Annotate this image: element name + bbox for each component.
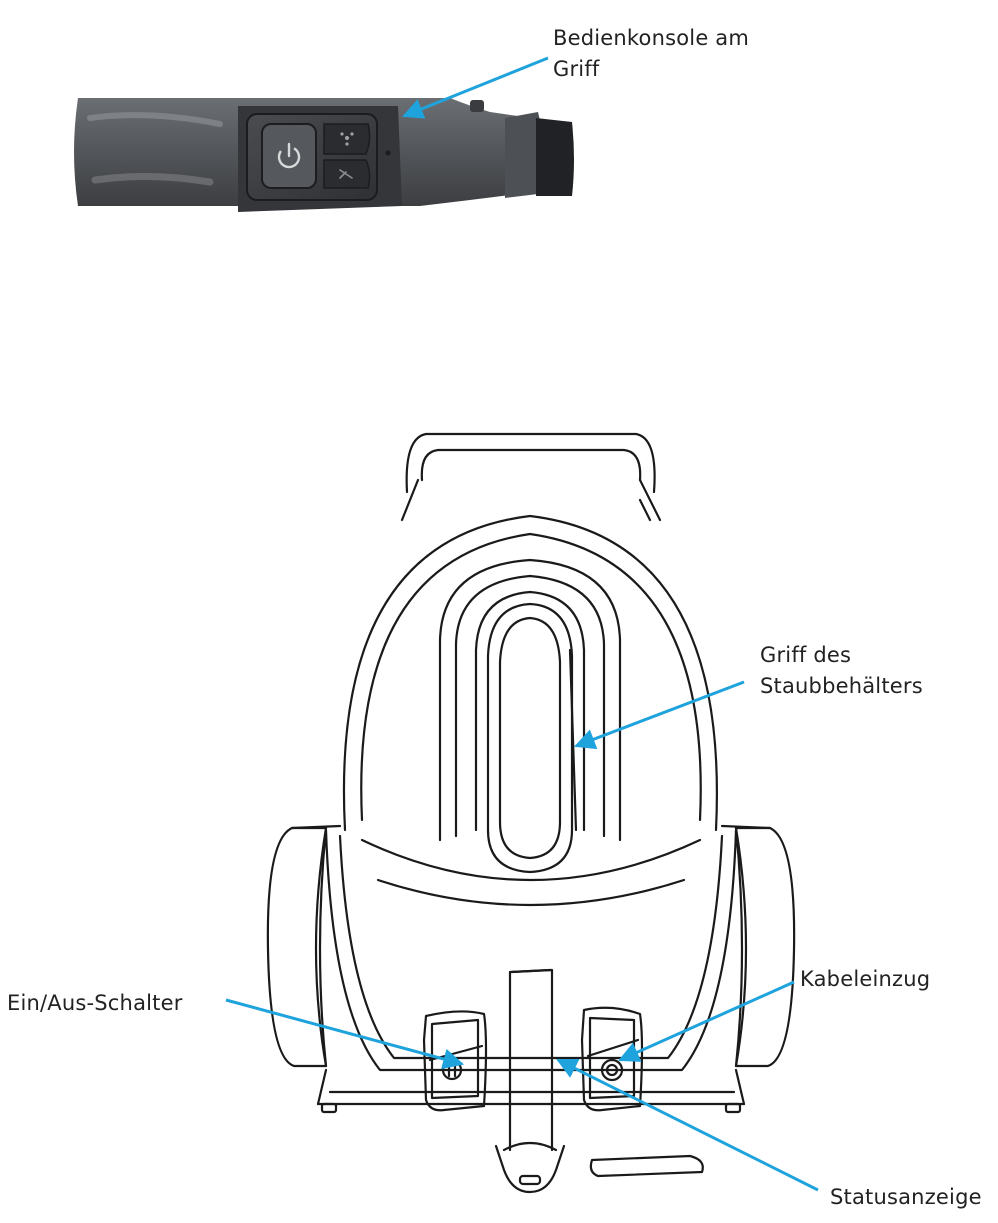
console-indicator	[385, 150, 391, 156]
power-icon	[277, 142, 301, 169]
callout-console-line1: Bedienkonsole am	[553, 26, 750, 50]
hose-inlet	[494, 1144, 566, 1194]
callout-console-line2: Griff	[553, 57, 600, 81]
callout-cable-line1: Kabeleinzug	[800, 967, 931, 991]
carry-handle	[405, 432, 656, 494]
leader-power	[225, 998, 465, 1070]
handle-collar	[505, 112, 543, 198]
handle-photo	[74, 98, 574, 212]
callout-dust-handle-line2: Staubbehälters	[760, 674, 923, 698]
wheel-right	[734, 826, 796, 1068]
handle-tube-end	[536, 118, 574, 196]
vacuum-body	[266, 432, 796, 1194]
leader-console	[402, 56, 549, 119]
callout-cable: Kabeleinzug	[800, 964, 930, 995]
cable-housing-right	[580, 1006, 644, 1112]
status-column	[508, 968, 554, 1152]
callout-dust-handle: Griff des Staubbehälters	[760, 640, 923, 702]
callout-console: Bedienkonsole am Griff	[553, 23, 749, 85]
cable-rewind-icon[interactable]	[600, 1058, 624, 1082]
dust-container-handle[interactable]	[486, 602, 574, 874]
callout-status: Statusanzeige	[830, 1182, 982, 1213]
body-arch-inner	[438, 558, 622, 842]
leader-dust-handle	[574, 680, 745, 750]
callout-power: Ein/Aus-Schalter	[7, 988, 183, 1019]
callout-dust-handle-line1: Griff des	[760, 643, 852, 667]
mode-icon	[339, 169, 353, 179]
leader-status	[556, 1058, 819, 1192]
switch-housing-left	[422, 1010, 488, 1112]
callout-status-line1: Statusanzeige	[830, 1185, 982, 1209]
body-lower	[324, 828, 738, 1072]
body-arch-outer	[342, 514, 718, 832]
fan-icon	[340, 132, 354, 146]
wheel-left	[266, 826, 328, 1068]
leader-cable	[618, 980, 795, 1062]
callout-power-line1: Ein/Aus-Schalter	[7, 991, 183, 1015]
